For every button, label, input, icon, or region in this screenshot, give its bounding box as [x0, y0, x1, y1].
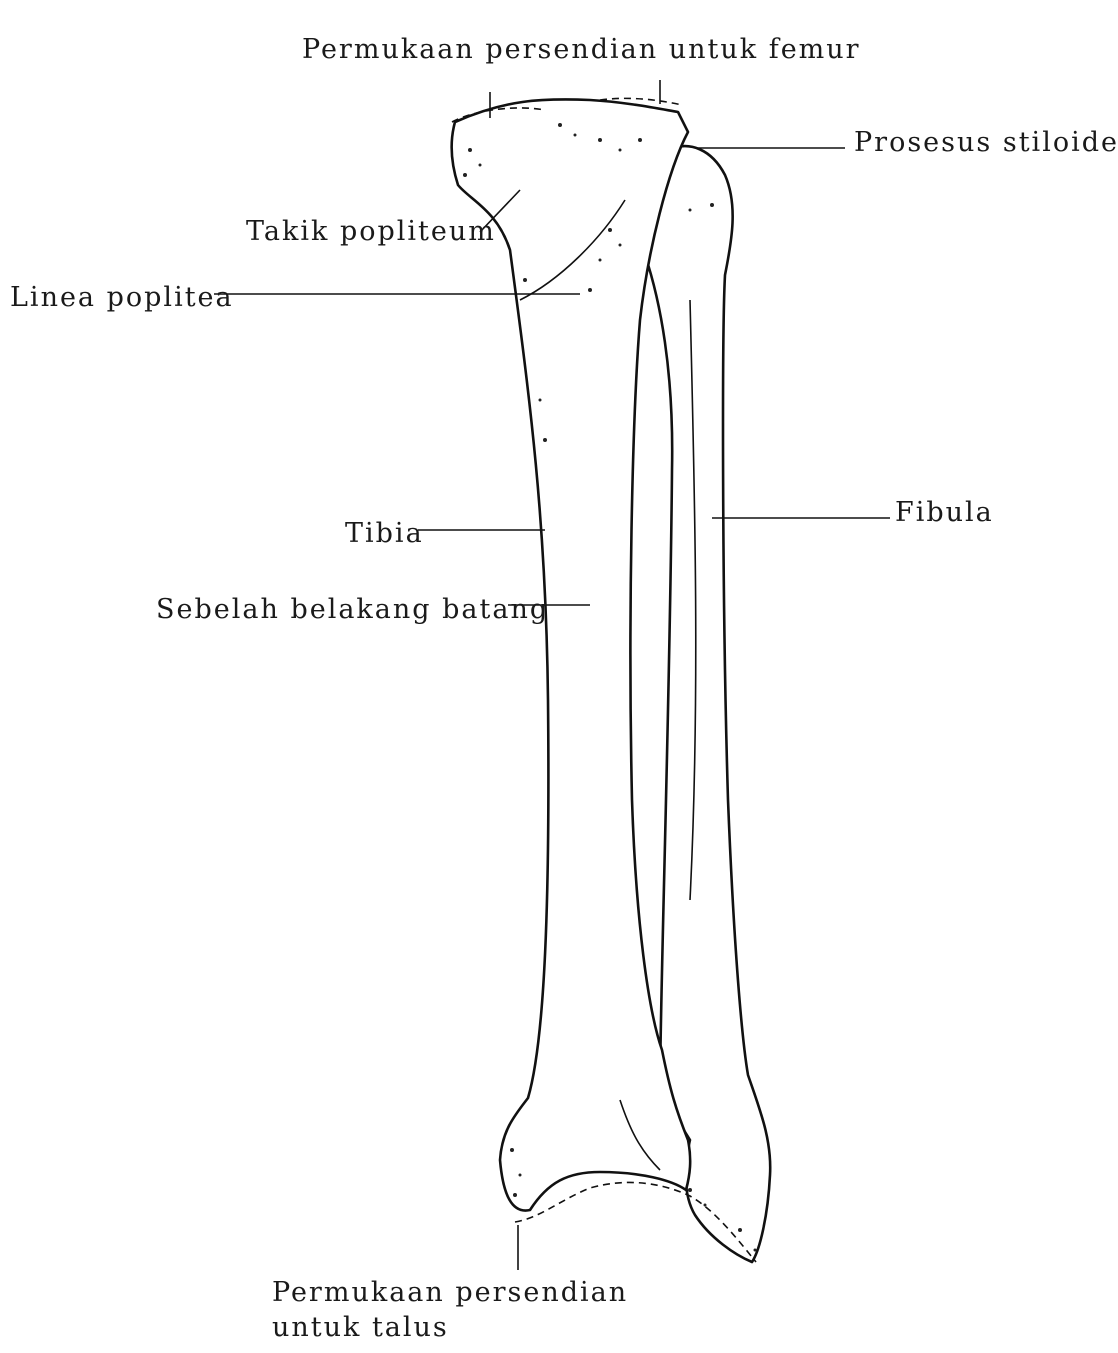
label-talus-articular-surface-line2: untuk talus [272, 1312, 449, 1343]
label-talus-articular-surface-line1: Permukaan persendian [272, 1277, 628, 1308]
label-styloid-process: Prosesus stiloideus [854, 127, 1118, 158]
label-shaft-back: Sebelah belakang batang [156, 594, 549, 625]
label-tibia: Tibia [345, 518, 424, 549]
label-fibula: Fibula [895, 497, 994, 528]
label-femur-articular-surface: Permukaan persendian untuk femur [302, 34, 861, 65]
label-popliteal-line: Linea poplitea [10, 282, 234, 313]
label-popliteal-notch: Takik popliteum [246, 216, 496, 247]
